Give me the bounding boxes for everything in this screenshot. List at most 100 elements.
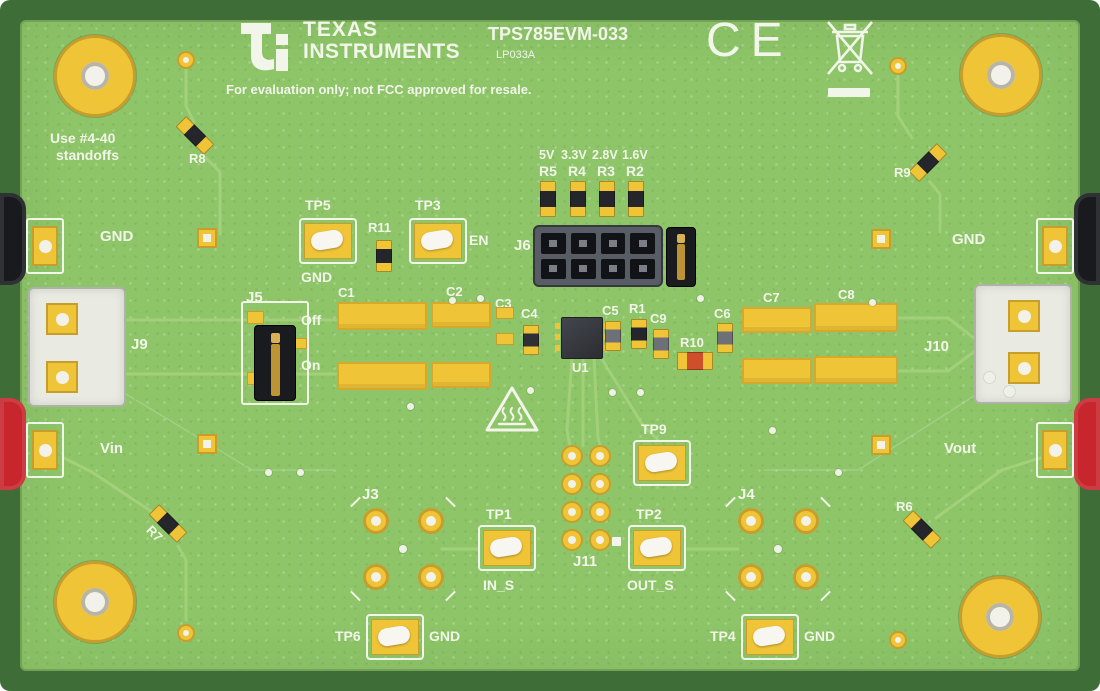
r4-label: R4 bbox=[568, 163, 586, 179]
gnd-right-label: GND bbox=[952, 231, 986, 248]
hot-surface-warning-icon bbox=[485, 386, 539, 432]
c6-label: C6 bbox=[714, 306, 731, 321]
solder-pad bbox=[1042, 430, 1068, 470]
j5-shunt bbox=[254, 325, 296, 401]
solder-pad bbox=[871, 435, 891, 455]
mounting-hole bbox=[54, 561, 136, 643]
rail-5v-label: 5V bbox=[539, 148, 555, 162]
capacitor-c8 bbox=[814, 303, 898, 332]
solder-pad bbox=[197, 228, 217, 248]
pin-pad bbox=[589, 529, 611, 551]
c5-label: C5 bbox=[602, 303, 619, 318]
resistor-r1 bbox=[631, 319, 647, 349]
screw-pad bbox=[46, 361, 78, 393]
pin-pad bbox=[793, 508, 819, 534]
via bbox=[697, 295, 704, 302]
spare-shunt-jumper bbox=[666, 227, 696, 287]
testpoint-tp1 bbox=[478, 525, 536, 571]
header-pin bbox=[570, 258, 596, 279]
pin-pad bbox=[589, 473, 611, 495]
c4-label: C4 bbox=[521, 306, 538, 321]
hole-center bbox=[987, 61, 1015, 89]
via bbox=[835, 469, 842, 476]
solder-pad bbox=[496, 333, 514, 345]
resistor-r4 bbox=[570, 181, 586, 217]
via bbox=[609, 389, 616, 396]
capacitor-c1 bbox=[337, 302, 427, 330]
tp-pad bbox=[371, 619, 419, 655]
solder-pad bbox=[295, 338, 307, 349]
pin-pad bbox=[738, 508, 764, 534]
r3-label: R3 bbox=[597, 163, 615, 179]
solder-pad bbox=[247, 311, 264, 324]
jumper-pin bbox=[271, 333, 280, 343]
header-pin bbox=[541, 233, 566, 254]
pin-pad bbox=[589, 501, 611, 523]
capacitor-c4 bbox=[523, 325, 539, 355]
via bbox=[449, 297, 456, 304]
header-pin bbox=[630, 233, 655, 254]
pin-pad bbox=[363, 508, 389, 534]
pad-outline bbox=[1036, 218, 1074, 274]
header-pin bbox=[600, 258, 626, 279]
brand-instruments: INSTRUMENTS bbox=[303, 40, 461, 63]
j6-header bbox=[533, 225, 663, 287]
header-pin bbox=[570, 233, 596, 254]
testpoint-tp9 bbox=[633, 440, 691, 486]
via bbox=[477, 295, 484, 302]
mounting-hole bbox=[54, 35, 136, 117]
standoff-note-line2: standoffs bbox=[56, 147, 119, 163]
banana-jack-gnd-left bbox=[0, 193, 26, 285]
vout-label: Vout bbox=[944, 440, 977, 457]
ce-mark: CE bbox=[706, 14, 793, 67]
capacitor-footprint bbox=[337, 362, 427, 390]
hole-center bbox=[986, 603, 1014, 631]
r8-label: R8 bbox=[189, 151, 206, 166]
pin-pad bbox=[738, 564, 764, 590]
tp5-gnd-label: GND bbox=[301, 269, 333, 285]
j5-outline bbox=[241, 301, 309, 405]
ti-logo-icon bbox=[241, 23, 288, 71]
c1-label: C1 bbox=[338, 285, 355, 300]
capacitor-c7 bbox=[742, 307, 812, 333]
banana-jack-vin bbox=[0, 398, 26, 490]
vin-label: Vin bbox=[100, 440, 124, 457]
j6-label: J6 bbox=[514, 237, 531, 254]
j5-off-label: Off bbox=[301, 312, 322, 328]
tp3-label: TP3 bbox=[415, 197, 441, 213]
via bbox=[297, 469, 304, 476]
weee-bin-icon bbox=[827, 21, 873, 75]
header-pin bbox=[541, 258, 566, 279]
hole-center bbox=[81, 588, 109, 616]
banana-jack-vout bbox=[1074, 398, 1100, 490]
r11-label: R11 bbox=[368, 220, 392, 235]
pin-pad bbox=[561, 501, 583, 523]
screw-pad bbox=[1008, 300, 1040, 332]
pin-pad bbox=[418, 508, 444, 534]
tp-loop bbox=[644, 451, 679, 475]
tp2-outs-label: OUT_S bbox=[627, 577, 674, 593]
testpoint-tp4 bbox=[741, 614, 799, 660]
j9-label: J9 bbox=[131, 336, 148, 353]
testpoint-tp6 bbox=[366, 614, 424, 660]
hole-center bbox=[81, 62, 109, 90]
weee-bar bbox=[828, 88, 870, 97]
pin-pad bbox=[561, 529, 583, 551]
tp-pad bbox=[304, 223, 352, 259]
resistor-r5 bbox=[540, 181, 556, 217]
j11-label: J11 bbox=[573, 553, 598, 570]
pin-pad bbox=[561, 445, 583, 467]
tp6-gnd-label: GND bbox=[429, 628, 461, 644]
tp-loop bbox=[310, 229, 345, 253]
pin-hole bbox=[1004, 386, 1015, 397]
capacitor-footprint bbox=[742, 358, 812, 384]
via bbox=[177, 624, 195, 642]
rail-2v8-label: 2.8V bbox=[592, 148, 618, 162]
r5-label: R5 bbox=[539, 163, 557, 179]
brand-texas: TEXAS bbox=[303, 18, 379, 41]
c2-label: C2 bbox=[446, 284, 463, 299]
via bbox=[265, 469, 272, 476]
tp1-label: TP1 bbox=[486, 506, 512, 522]
regulator-u1 bbox=[555, 317, 609, 359]
j4-label: J4 bbox=[738, 486, 755, 503]
